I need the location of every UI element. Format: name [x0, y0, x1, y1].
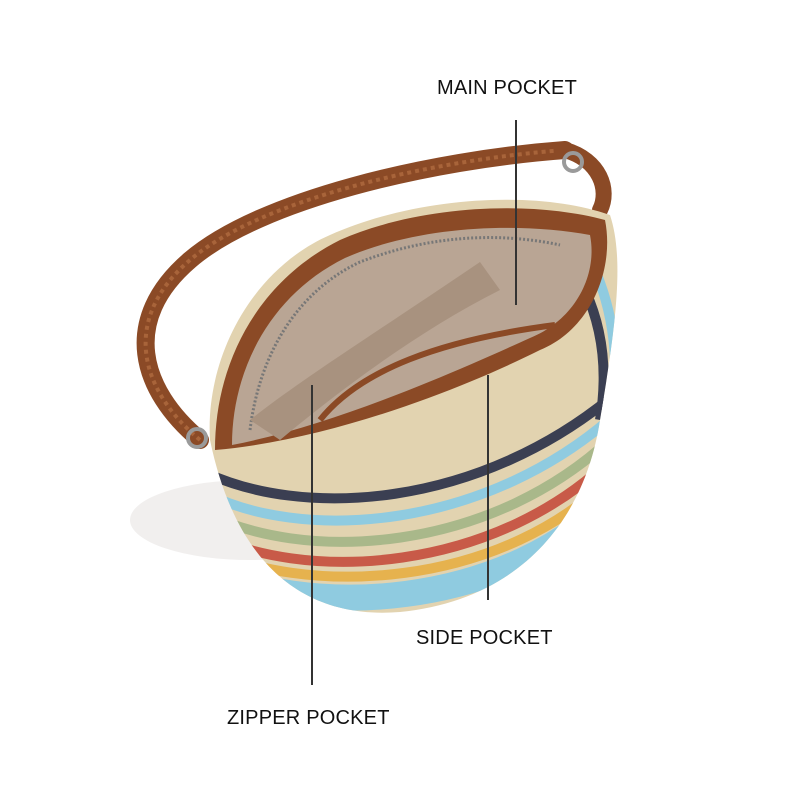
callout-side-pocket: SIDE POCKET — [416, 627, 553, 649]
strap-ring-left — [186, 427, 208, 449]
leader-zipper-pocket — [311, 385, 313, 685]
strap-ring-right — [562, 151, 584, 173]
side-pocket-edge — [317, 322, 556, 422]
callout-zipper-pocket: ZIPPER POCKET — [227, 707, 390, 729]
leather-strap-right — [557, 142, 612, 218]
callout-main-pocket: MAIN POCKET — [437, 77, 577, 99]
leader-main-pocket — [515, 120, 517, 305]
leader-side-pocket — [487, 375, 489, 600]
